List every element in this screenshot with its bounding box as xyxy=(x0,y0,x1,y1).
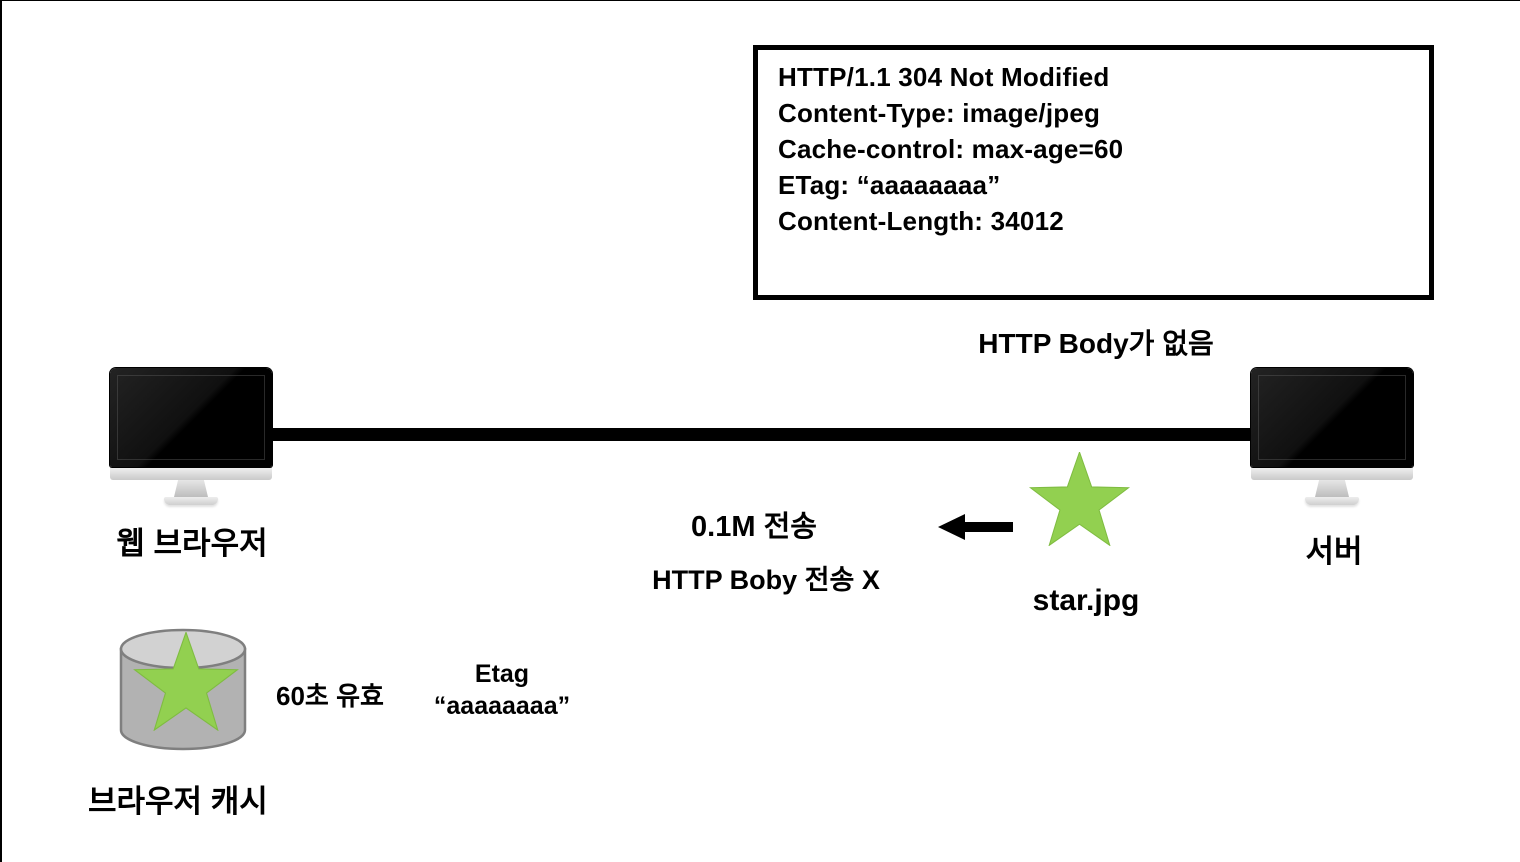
browser-monitor-base xyxy=(164,497,218,505)
server-monitor-bezel xyxy=(1258,375,1406,460)
browser-monitor-stand xyxy=(174,480,208,497)
transfer-size-label: 0.1M 전송 xyxy=(691,511,817,543)
no-body-transfer-label: HTTP Boby 전송 X xyxy=(652,565,880,595)
etag-label: Etag xyxy=(474,660,530,688)
http-response-box: HTTP/1.1 304 Not Modified Content-Type: … xyxy=(753,45,1434,300)
browser-monitor-chin xyxy=(110,467,272,480)
no-body-caption: HTTP Body가 없음 xyxy=(978,328,1214,359)
left-arrow-head xyxy=(938,514,965,540)
server-monitor-chin xyxy=(1251,467,1413,480)
connection-line xyxy=(270,428,1254,441)
left-arrow-icon xyxy=(938,514,1013,540)
server-monitor-screen xyxy=(1251,368,1413,467)
server-monitor-icon xyxy=(1251,368,1413,505)
etag-value-label: “aaaaaaaa” xyxy=(433,692,571,720)
browser-monitor-icon xyxy=(110,368,272,505)
server-label: 서버 xyxy=(1305,534,1363,569)
browser-cache-label: 브라우저 캐시 xyxy=(88,784,268,819)
browser-monitor-screen xyxy=(110,368,272,467)
server-monitor-stand xyxy=(1315,480,1349,497)
server-monitor-base xyxy=(1305,497,1359,505)
star-file-label: star.jpg xyxy=(1032,584,1140,617)
left-edge-line xyxy=(0,0,2,862)
left-arrow-shaft xyxy=(965,522,1013,532)
response-content-type: Content-Type: image/jpeg xyxy=(778,98,1101,128)
browser-label: 웹 브라우저 xyxy=(116,526,268,561)
response-cache-control: Cache-control: max-age=60 xyxy=(778,134,1124,164)
response-content-length: Content-Length: 34012 xyxy=(778,206,1064,236)
response-status-line: HTTP/1.1 304 Not Modified xyxy=(778,62,1110,92)
cached-star-icon xyxy=(133,632,239,731)
browser-monitor-bezel xyxy=(117,375,265,460)
cache-valid-label: 60초 유효 xyxy=(276,681,384,711)
server-star-icon xyxy=(1028,452,1131,546)
response-etag: ETag: “aaaaaaaa” xyxy=(778,170,1001,200)
top-edge-line xyxy=(0,0,1520,1)
